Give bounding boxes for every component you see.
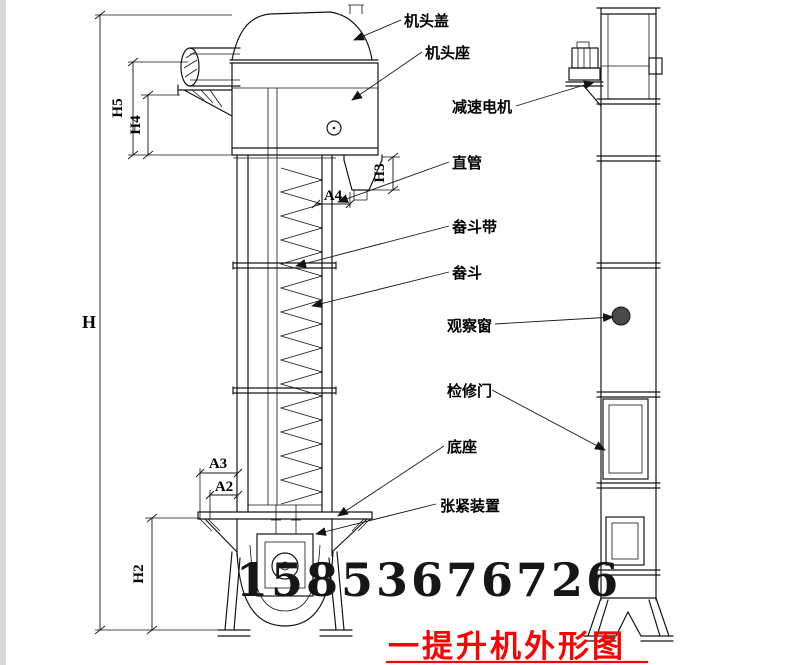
scan-edge-strip xyxy=(0,0,6,665)
boot-section xyxy=(197,504,373,637)
part-labels: 机头盖 机头座 减速电机 直管 畚斗带 畚斗 观察窗 检修门 底座 张紧装置 xyxy=(404,12,512,515)
gear-motor-shape xyxy=(565,41,663,107)
dim-label-h2: H2 xyxy=(131,564,147,583)
dimensions: H5 H4 H H2 H3 A3 A2 A4 xyxy=(82,10,400,635)
lower-access-panel xyxy=(605,516,645,566)
head-seat-shape xyxy=(231,62,379,156)
tensioning-device-shape xyxy=(256,505,314,597)
leader-bucket-belt xyxy=(295,225,450,268)
label-inspection-door: 检修门 xyxy=(447,382,492,400)
front-view xyxy=(177,4,383,637)
caption-text: 一提升机外形图 xyxy=(388,629,626,664)
inspection-door-shape xyxy=(602,398,649,480)
label-observation-window: 观察窗 xyxy=(447,317,492,335)
leader-observation-window xyxy=(494,313,614,325)
label-base: 底座 xyxy=(447,438,477,456)
dim-label-a2: A2 xyxy=(215,479,233,495)
side-view xyxy=(565,7,674,642)
label-gear-motor: 减速电机 xyxy=(452,98,512,116)
leader-lines xyxy=(295,19,614,536)
column-tubes xyxy=(232,154,337,513)
leader-head-seat xyxy=(351,51,423,101)
caption: 一提升机外形图 xyxy=(386,629,648,664)
leader-tensioning-device xyxy=(315,503,437,536)
label-tensioning-device: 张紧装置 xyxy=(440,497,500,515)
dim-label-a3: A3 xyxy=(209,456,227,472)
leader-inspection-door xyxy=(491,389,606,451)
dim-label-h: H xyxy=(82,312,96,332)
dim-label-h3: H3 xyxy=(372,163,388,182)
label-straight-pipe: 直管 xyxy=(452,154,482,172)
leader-base xyxy=(337,445,445,517)
leader-straight-pipe xyxy=(337,161,450,203)
label-head-seat: 机头座 xyxy=(425,44,470,62)
drive-pulley-housing xyxy=(180,47,241,87)
label-bucket: 畚斗 xyxy=(452,264,482,282)
bucket-belt-zigzag xyxy=(279,167,324,505)
leader-head-cover xyxy=(353,19,402,41)
head-cover-shape xyxy=(229,4,379,64)
side-feet xyxy=(583,597,674,642)
observation-window-shape xyxy=(611,306,631,326)
label-bucket-belt: 畚斗带 xyxy=(452,218,497,236)
dim-label-h5: H5 xyxy=(110,98,126,117)
leader-bucket xyxy=(311,271,450,308)
watermark-phone-number: 15853676726 xyxy=(236,553,621,607)
label-head-cover: 机头盖 xyxy=(404,12,449,30)
dim-label-h4: H4 xyxy=(128,115,144,135)
side-column xyxy=(596,7,661,601)
leader-gear-motor xyxy=(515,80,595,107)
head-platform-bracket xyxy=(177,84,233,117)
